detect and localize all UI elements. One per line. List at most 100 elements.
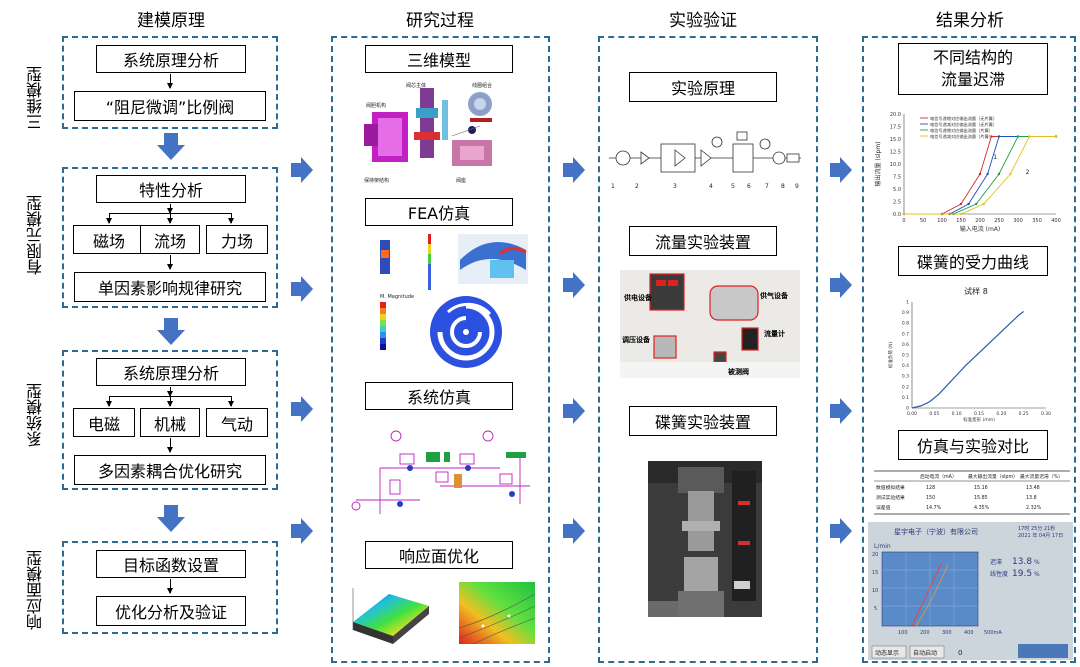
box-spring-test-rig: 碟簧实验装置: [629, 406, 777, 436]
box-magnetic-field: 磁场: [73, 225, 145, 254]
hyst-point: [978, 172, 982, 176]
arrow-down: [167, 438, 173, 453]
spring-x-tick: 0.05: [929, 411, 939, 417]
screen-button-auto: 自动启动: [913, 649, 937, 657]
block-arrow-right: [563, 272, 585, 298]
hyst-legend-entry: 电信号递减对应输出流量（片簧）: [930, 133, 993, 140]
table-cell: 15.85: [974, 495, 988, 501]
box-experiment-principle: 实验原理: [629, 72, 777, 102]
valve-3d-model-illustration: 阀芯主体 线圈组合 阀胆机构 保持架结构 阀座: [364, 82, 492, 184]
box-flow-field: 流场: [140, 225, 200, 254]
box-force-field: 力场: [206, 225, 268, 254]
hyst-point: [986, 172, 989, 176]
fea-legend-title: M. Magnitude: [380, 294, 414, 300]
spring-y-tick: 0.5: [902, 353, 909, 359]
table-header-cell: 启动电流（mA）: [920, 473, 957, 480]
spring-y-tick: 0.6: [902, 342, 909, 348]
schematic-num-8: 8: [781, 183, 785, 190]
hyst-y-tick: 5.0: [893, 187, 901, 193]
hyst-y-tick: 2.5: [893, 200, 901, 206]
modeling-group-rsm: [62, 541, 278, 634]
spring-y-tick: 0.3: [902, 374, 909, 380]
arrow-down: [167, 204, 173, 214]
screen-ytick-20: 20: [872, 552, 878, 558]
label-seat: 阀座: [456, 177, 466, 184]
schematic-num-7: 7: [765, 183, 769, 190]
results-panel: [862, 36, 1076, 663]
box-damping-valve: “阻尼微调”比例阀: [74, 91, 266, 121]
spring-x-tick: 0.20: [996, 411, 1006, 417]
block-arrow-right: [291, 396, 313, 422]
hyst-point: [1028, 135, 1031, 138]
hyst-point: [975, 202, 978, 206]
hyst-y-tick: 17.5: [890, 125, 901, 131]
table-cell: 13.48: [1026, 485, 1040, 491]
arrow-down: [106, 396, 112, 407]
hyst-point: [967, 202, 970, 206]
schematic-num-9: 9: [795, 183, 799, 190]
modeling-group-system: [62, 350, 278, 490]
hyst-series-line: [904, 136, 1056, 215]
schematic-num-6: 6: [747, 183, 751, 190]
hyst-x-tick: 250: [994, 218, 1004, 224]
table-cell: 测试实验结果: [876, 494, 905, 501]
box-objective-function: 目标函数设置: [96, 550, 246, 578]
block-arrow-down: [157, 133, 185, 160]
hyst-point: [959, 202, 963, 206]
hyst-point: [997, 172, 1001, 176]
screen-company: 星宇电子（宁波）有限公司: [894, 527, 978, 536]
schematic-num-2: 2: [635, 183, 639, 190]
hyst-callout-2: 2: [1026, 169, 1030, 176]
block-arrow-right: [830, 157, 852, 183]
schematic-num-3: 3: [673, 183, 677, 190]
label-air-supply: 供气设备: [759, 291, 789, 300]
box-system-principle: 系统原理分析: [96, 45, 246, 73]
screen-xtick-300: 300: [942, 630, 952, 636]
hyst-y-tick: 10.0: [890, 162, 901, 168]
hyst-callout-1: 1: [993, 154, 997, 161]
screen-stat-value-1: 13.8: [1012, 557, 1032, 567]
modeling-group-fem: [62, 167, 278, 308]
schematic-num-5: 5: [731, 183, 735, 190]
box-characteristic-analysis: 特性分析: [96, 175, 246, 203]
spring-y-tick: 0.1: [902, 395, 909, 401]
hyst-y-tick: 7.5: [893, 175, 901, 181]
hyst-y-tick: 12.5: [890, 150, 901, 156]
screen-ytick-15: 15: [872, 570, 878, 576]
hyst-x-tick: 300: [1013, 218, 1023, 224]
box-flow-test-rig: 流量实验装置: [629, 226, 777, 256]
hyst-series-line: [904, 136, 1056, 215]
hyst-x-tick: 200: [975, 218, 985, 224]
table-cell: 15.16: [974, 485, 988, 491]
arrow-down: [167, 396, 173, 407]
hyst-legend-entry: 电信号递减对应输出流量（无片簧）: [930, 121, 997, 128]
hyst-point: [1016, 135, 1020, 138]
system-simulation-schematic: [351, 430, 530, 514]
side-label-3d: 三维模型: [26, 66, 45, 130]
modeling-group-3d: [62, 36, 278, 129]
spring-x-tick: 0.10: [952, 411, 962, 417]
arrow-down: [167, 74, 173, 89]
arrow-down: [167, 213, 173, 224]
box-system-simulation: 系统仿真: [365, 382, 513, 410]
arrow-down: [228, 213, 234, 224]
side-label-system: 系统模型: [26, 383, 45, 447]
hyst-x-tick: 400: [1051, 218, 1061, 224]
arrow-down: [167, 255, 173, 270]
box-response-surface: 响应面优化: [365, 541, 513, 569]
arrow-down: [228, 396, 234, 407]
spring-y-tick: 0.2: [902, 384, 909, 390]
screen-ytick-10: 10: [872, 588, 878, 594]
box-single-factor: 单因素影响规律研究: [74, 272, 266, 302]
label-test-valve: 被测阀: [728, 367, 749, 376]
table-cell: 150: [926, 495, 935, 501]
hyst-point: [902, 212, 906, 216]
block-arrow-right: [563, 518, 585, 544]
screen-counter: 0: [958, 649, 962, 657]
hyst-series-line: [904, 136, 1056, 215]
flow-test-rig-photo: 供电设备 供气设备 调压设备 流量计 被测阀: [620, 270, 800, 378]
schematic-num-4: 4: [709, 183, 713, 190]
hyst-point: [982, 202, 985, 206]
spring-y-tick: 0.8: [902, 321, 909, 327]
